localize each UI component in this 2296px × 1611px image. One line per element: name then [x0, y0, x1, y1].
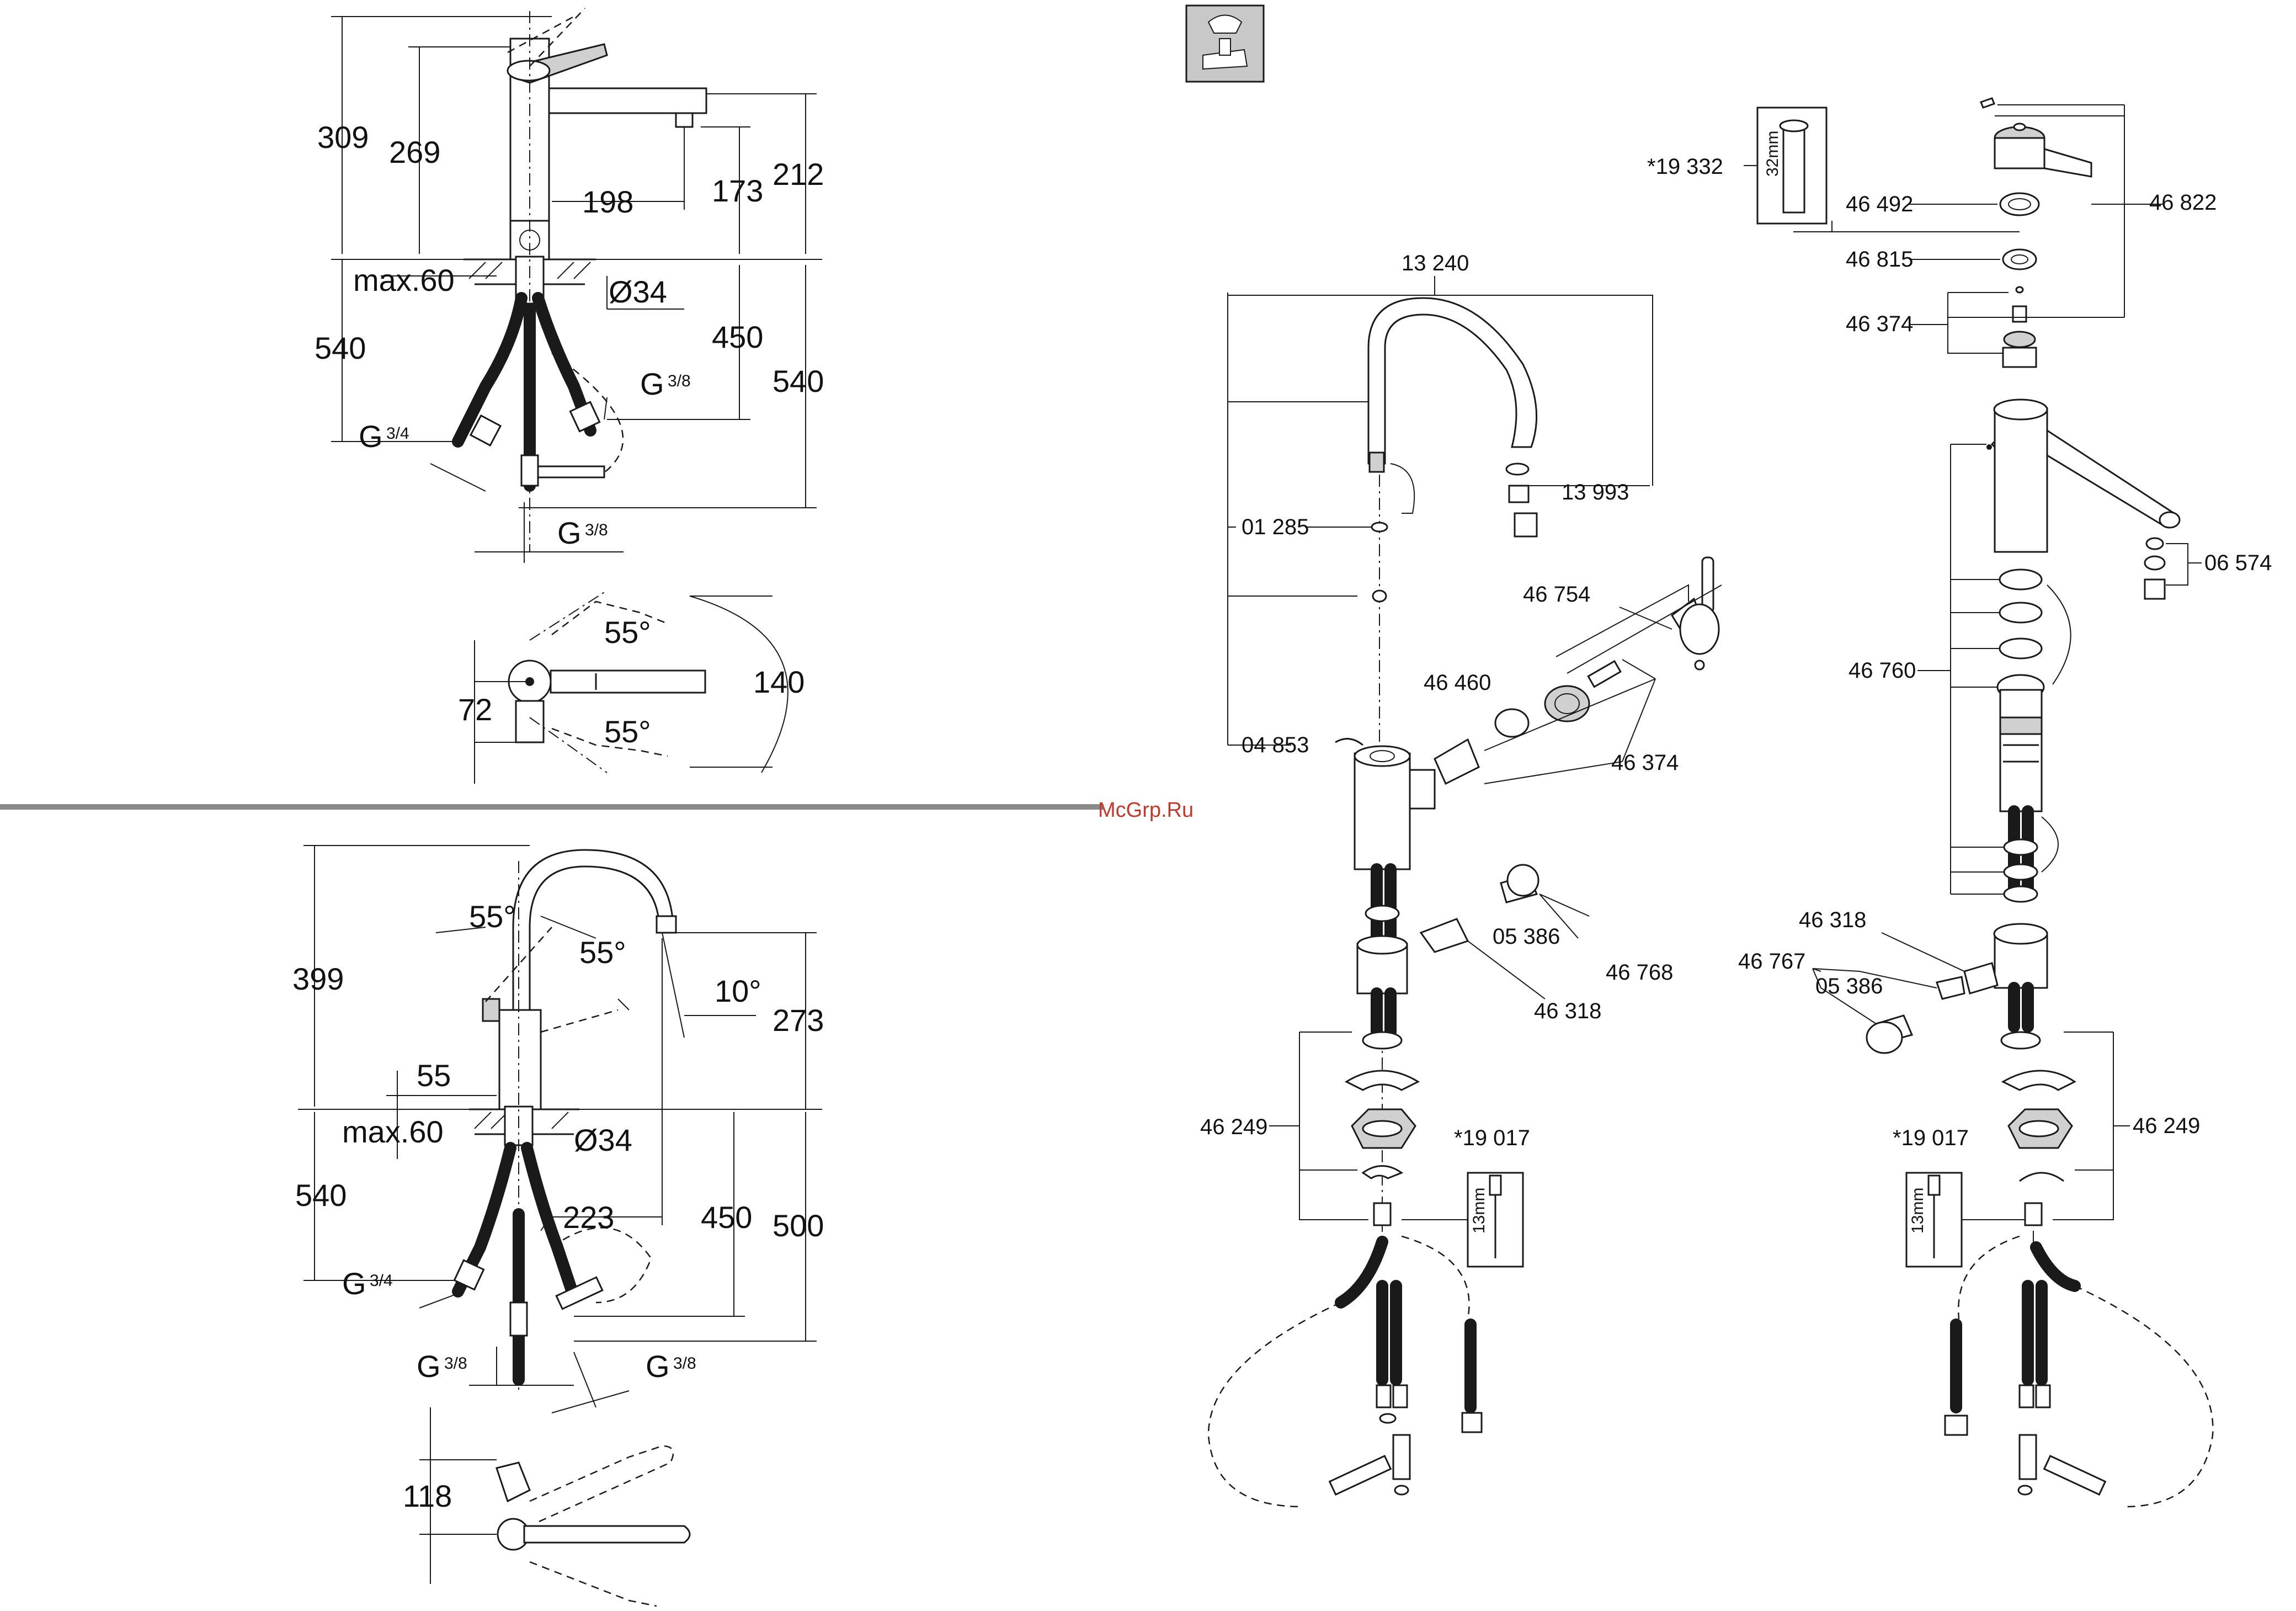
- part-46822: 46 822: [2149, 190, 2217, 215]
- thread-g38-top-fraction: 3/8: [668, 372, 691, 390]
- tool-32mm: 32mm: [1764, 131, 1782, 177]
- thread-g38-bottom-fraction: 3/8: [585, 521, 608, 539]
- thread-g38-left-label: G: [417, 1349, 441, 1384]
- thread-g38-right-fraction: 3/8: [673, 1354, 696, 1373]
- thread-g34-bottom-label: G: [342, 1266, 366, 1301]
- part-46318-right: 46 318: [1799, 908, 1866, 932]
- part-46768: 46 768: [1606, 960, 1673, 985]
- exploded-view-l-spout: 32mm *19 332 46 822 46 492 46 815 46: [1647, 97, 2272, 1508]
- dim-118: 118: [403, 1479, 452, 1513]
- part-19017-right: *19 017: [1893, 1126, 1969, 1150]
- dim-500: 500: [773, 1208, 824, 1243]
- part-06574: 06 574: [2204, 551, 2272, 575]
- angle-55-right: 55°: [579, 935, 626, 970]
- dim-140: 140: [753, 664, 805, 699]
- dim-diameter-34-bottom: Ø34: [574, 1123, 632, 1157]
- part-19017-middle: *19 017: [1454, 1126, 1530, 1150]
- c-spout-elevation-diagram: 399 55° 55° 10° 273 55 max.60 Ø34 540 22…: [292, 845, 824, 1413]
- thread-g34-label: G: [359, 419, 383, 454]
- part-46249-right: 46 249: [2133, 1114, 2200, 1138]
- tool-13mm-right: 13mm: [1909, 1188, 1927, 1233]
- part-13993: 13 993: [1562, 480, 1629, 504]
- dim-540-right: 540: [773, 364, 824, 398]
- part-46374-right: 46 374: [1846, 312, 1913, 336]
- thread-g38-left-fraction: 3/8: [444, 1354, 467, 1373]
- faucet-plan-view-diagram: 55° 55° 140 72: [458, 590, 805, 784]
- c-spout-plan-view-diagram: 118: [403, 1407, 691, 1607]
- part-46760: 46 760: [1848, 658, 1916, 683]
- tool-13mm-middle: 13mm: [1470, 1188, 1488, 1233]
- dim-212: 212: [773, 157, 824, 192]
- part-04853: 04 853: [1242, 733, 1309, 757]
- angle-10: 10°: [715, 974, 761, 1008]
- angle-55-bottom: 55°: [604, 714, 651, 749]
- faucet-elevation-diagram: 309 269 198 173 212 max.60 Ø34 540 450 5…: [315, 8, 824, 563]
- part-46318-middle: 46 318: [1534, 999, 1601, 1023]
- part-19332: *19 332: [1647, 155, 1723, 179]
- thread-g38-top-label: G: [640, 366, 664, 401]
- dim-450-bottom: 450: [701, 1200, 752, 1235]
- dim-399: 399: [292, 961, 344, 996]
- exploded-view-c-spout: 13 240 13 993 01 285 04 853 46 754 46: [1185, 4, 1722, 1508]
- part-01285: 01 285: [1242, 515, 1309, 539]
- dim-223: 223: [563, 1200, 614, 1235]
- part-46815: 46 815: [1846, 247, 1913, 272]
- part-46754: 46 754: [1523, 582, 1590, 607]
- part-13240: 13 240: [1402, 251, 1469, 275]
- part-05386-right: 05 386: [1815, 974, 1883, 998]
- dim-309: 309: [317, 120, 369, 155]
- dim-173: 173: [712, 173, 763, 208]
- dim-540-bottom: 540: [295, 1178, 347, 1213]
- dim-273: 273: [773, 1003, 824, 1038]
- thread-g34-bottom-fraction: 3/4: [370, 1272, 393, 1290]
- dim-269: 269: [389, 135, 440, 169]
- dim-198: 198: [582, 184, 633, 219]
- dim-diameter-34: Ø34: [609, 274, 667, 309]
- part-46767: 46 767: [1738, 949, 1805, 974]
- part-46249-middle: 46 249: [1200, 1115, 1267, 1139]
- dim-55: 55: [417, 1058, 451, 1093]
- dim-450: 450: [712, 320, 763, 354]
- part-46374-middle: 46 374: [1611, 751, 1679, 775]
- thread-g34-fraction: 3/4: [386, 424, 409, 443]
- part-05386-middle: 05 386: [1493, 924, 1560, 949]
- angle-55-top: 55°: [604, 615, 651, 650]
- thread-g38-bottom-label: G: [557, 515, 582, 550]
- dim-max60: max.60: [353, 263, 455, 297]
- dim-540-left: 540: [315, 331, 366, 365]
- watermark: McGrp.Ru: [1098, 799, 1194, 822]
- angle-55-left: 55°: [469, 899, 516, 934]
- dim-72: 72: [458, 692, 492, 727]
- thread-g38-right-label: G: [646, 1349, 670, 1384]
- part-46460: 46 460: [1424, 671, 1491, 695]
- dim-max60-bottom: max.60: [342, 1114, 444, 1149]
- part-46492: 46 492: [1846, 192, 1913, 216]
